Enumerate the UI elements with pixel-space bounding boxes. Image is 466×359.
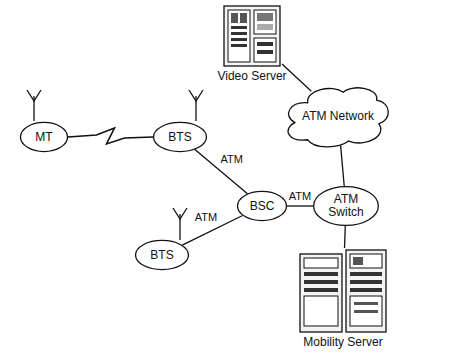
antenna-symbols (27, 90, 203, 240)
controller-ellipse: BSC (237, 191, 287, 221)
node-label: BTS (168, 131, 191, 144)
link-label: ATM (288, 190, 312, 202)
link-line (287, 205, 313, 206)
node-label: ATM Network (302, 110, 374, 123)
server-icon (222, 4, 282, 68)
video-server: Video Server (217, 4, 286, 83)
server-icon (298, 248, 388, 334)
node-label: BSC (250, 200, 275, 213)
node-label: Mobility Server (298, 336, 388, 349)
mobility-server: Mobility Server (298, 248, 388, 349)
terminal-ellipse: MT (20, 122, 68, 152)
node-label: Video Server (217, 70, 286, 83)
node-label: ATM Switch (324, 193, 368, 219)
switch-ellipse: ATM Switch (313, 186, 379, 226)
network-cloud: ATM Network (284, 83, 392, 149)
link-line (195, 150, 248, 194)
wireless-link (68, 128, 153, 144)
link-line (344, 226, 346, 248)
link-line (341, 146, 345, 186)
node-label: MT (35, 131, 52, 144)
station-ellipse: BTS (153, 122, 207, 152)
station-ellipse: BTS (135, 240, 189, 270)
link-label: ATM (194, 211, 218, 223)
node-label: BTS (150, 249, 173, 262)
link-label: ATM (220, 153, 244, 165)
